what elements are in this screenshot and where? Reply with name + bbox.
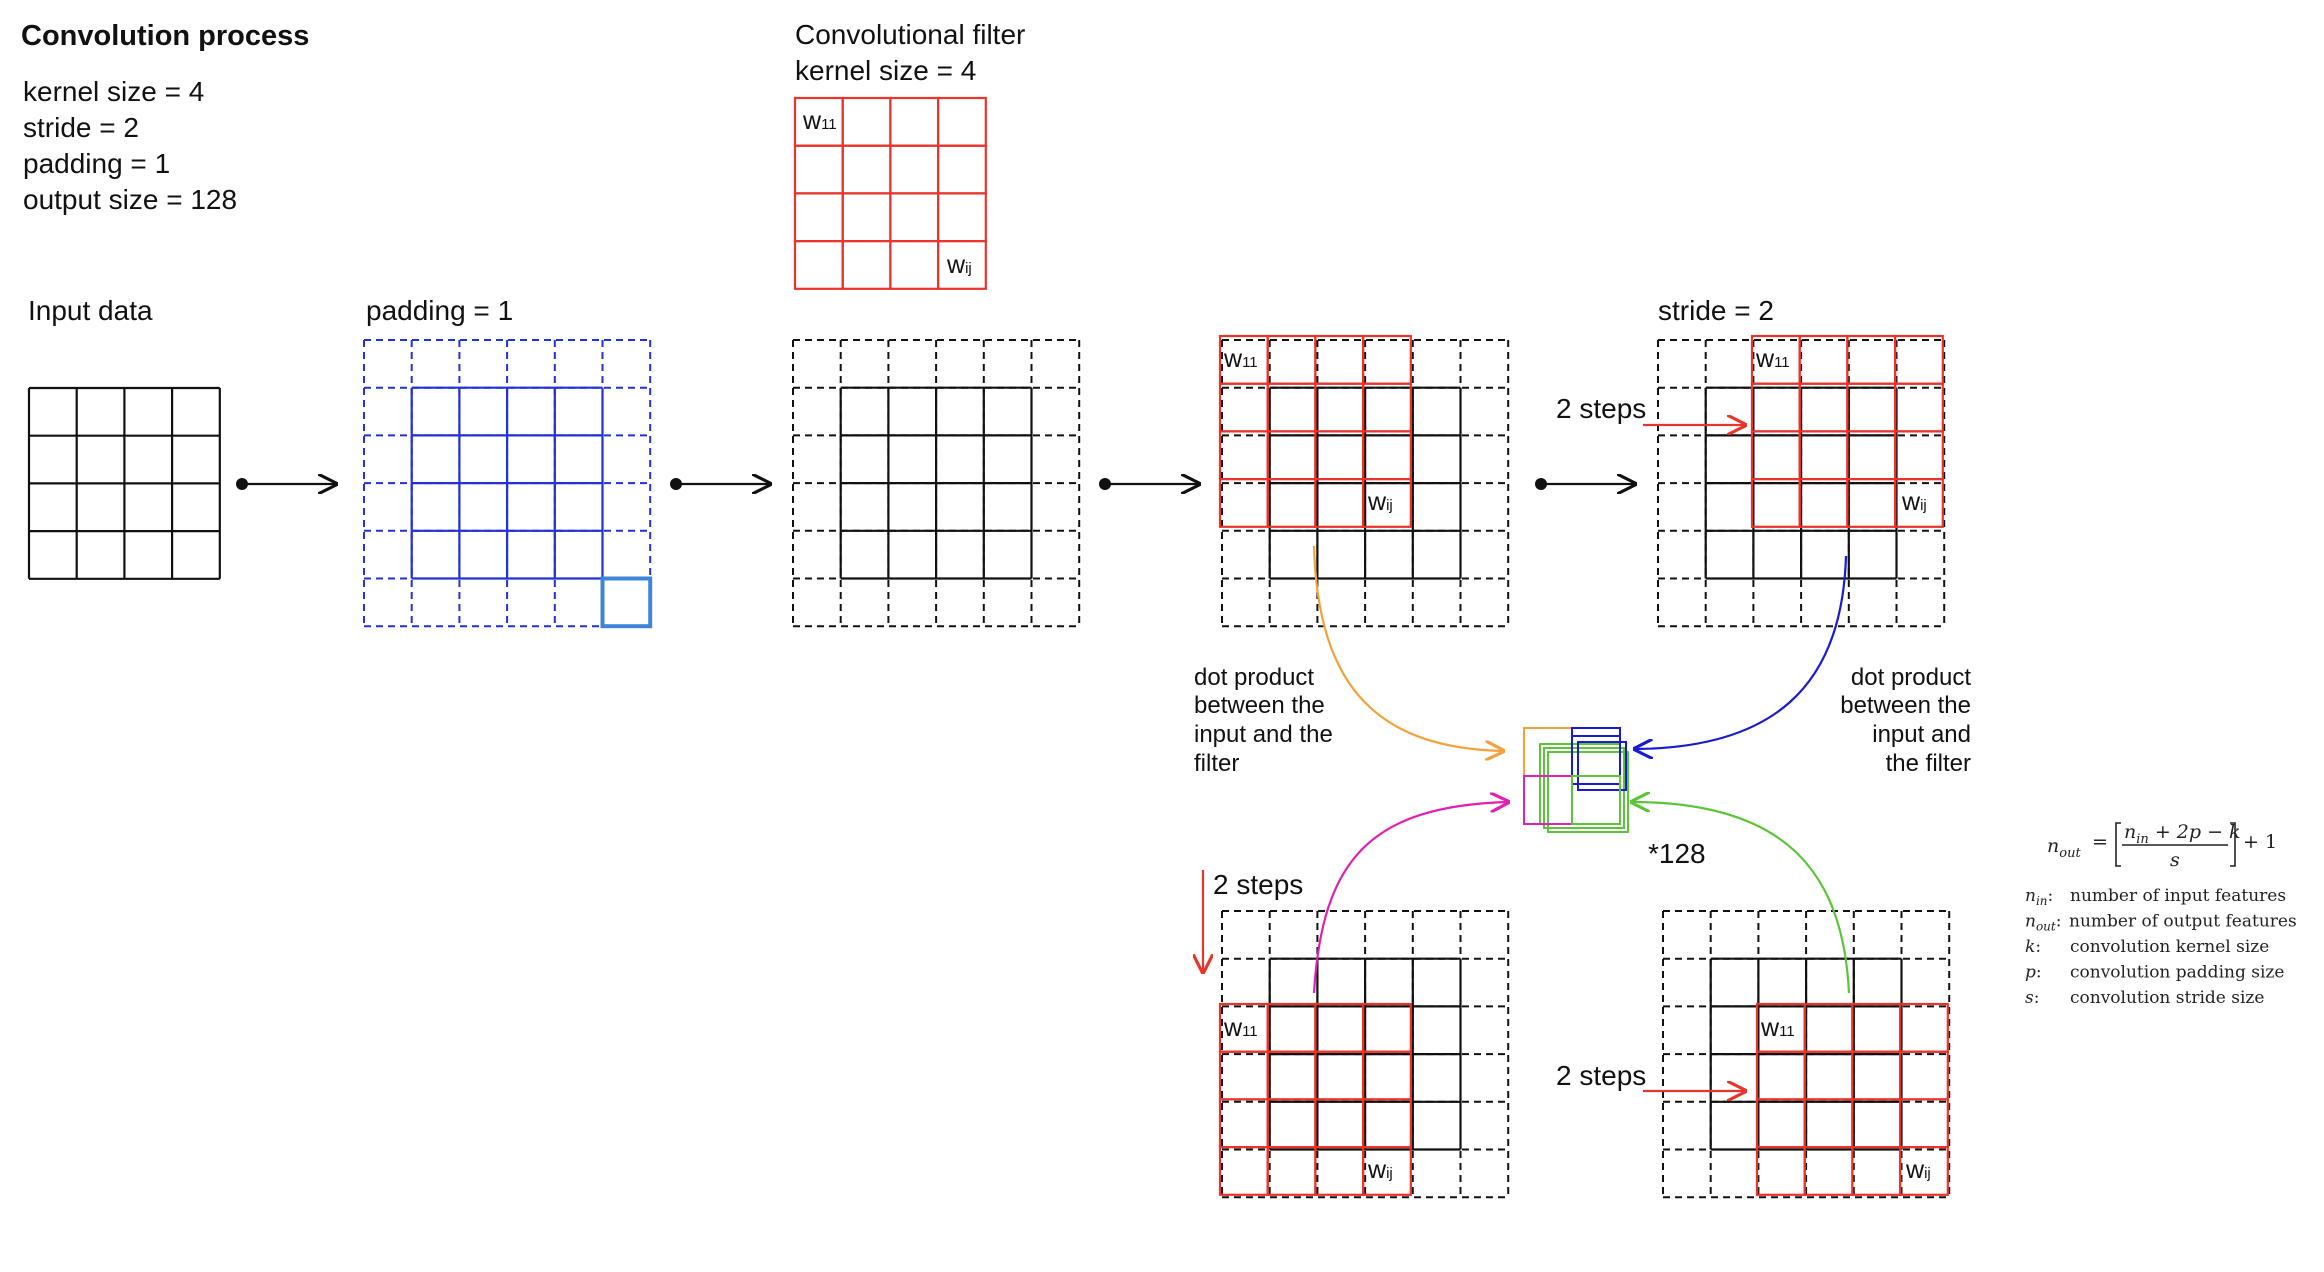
padded-input-grid (792, 339, 1081, 628)
overlay-br-w11-label: w11 (1760, 1014, 1795, 1042)
input-grid (27, 386, 221, 580)
filter-kernel-size: kernel size = 4 (795, 55, 976, 86)
svg-text:dot product: dot product (1194, 664, 1314, 691)
legend-description: number of input features (2070, 886, 2286, 906)
arrow-magenta-dot-product (1312, 802, 1508, 994)
padded-grid (363, 339, 653, 629)
svg-text:input and the: input and the (1194, 721, 1333, 748)
legend-description: convolution stride size (2070, 988, 2264, 1008)
output-feature-map-stack (1523, 727, 1629, 833)
output-size-formula: nout = nin + 2p − k s + 1 (2047, 821, 2277, 871)
filter-overlay (1750, 334, 1944, 528)
svg-text:nin + 2p − k: nin + 2p − k (2124, 821, 2241, 847)
param-kernel-size: kernel size = 4 (23, 76, 204, 107)
overlay-tl-w11-label: w11 (1223, 345, 1258, 373)
inner-cells (1268, 386, 1462, 580)
inner-cells (1709, 957, 1903, 1151)
flow-arrow-3 (1099, 478, 1199, 490)
svg-text:nout: nout (2047, 835, 2081, 861)
flow-arrow-2 (670, 478, 770, 490)
svg-text:between the: between the (1194, 692, 1325, 719)
overlay-tl-wij-label: wij (1367, 488, 1393, 516)
params-list: kernel size = 4 stride = 2 padding = 1 o… (23, 76, 237, 215)
filter-overlay-grid-top-left (1218, 334, 1510, 628)
param-stride: stride = 2 (23, 112, 139, 143)
svg-text:the filter: the filter (1886, 750, 1971, 777)
inner-cells (1704, 386, 1898, 580)
filter-overlay-grid-bottom-left (1218, 910, 1510, 1199)
param-output-size: output size = 128 (23, 184, 237, 215)
input-data-label: Input data (28, 295, 153, 326)
padding-label: padding = 1 (366, 295, 513, 326)
dot-product-label-right: dot product between the input and the fi… (1840, 664, 1971, 777)
legend-symbol: s: (2025, 988, 2039, 1008)
overlay-bl-wij-label: wij (1367, 1156, 1393, 1184)
svg-text:between the: between the (1840, 692, 1971, 719)
steps-label-bottom-right: 2 steps (1556, 1060, 1646, 1091)
legend-symbol: p: (2025, 963, 2042, 983)
filter-w11-label: w11 (802, 107, 837, 135)
inner-cells (1268, 957, 1462, 1151)
svg-text:+ 1: + 1 (2243, 831, 2277, 853)
filter-overlay (1755, 1002, 1949, 1196)
filter-overlay-grid-top-right (1657, 334, 1946, 628)
flow-arrow-4 (1535, 478, 1635, 490)
output-count-label: *128 (1648, 838, 1706, 869)
input-cells (27, 386, 221, 580)
overlay-br-wij-label: wij (1905, 1156, 1931, 1184)
legend-description: number of output features (2069, 912, 2297, 932)
steps-label-bottom-left: 2 steps (1213, 869, 1303, 900)
formula-legend: nin: number of input features nout: number … (2025, 886, 2297, 1008)
steps-label-top-right: 2 steps (1556, 393, 1646, 424)
padding-highlight-cell (600, 576, 653, 629)
filter-overlay (1218, 1002, 1412, 1196)
filter-overlay-grid-bottom-right (1662, 910, 1951, 1199)
svg-text:dot product: dot product (1851, 664, 1971, 691)
legend-symbol: nin: (2025, 886, 2053, 908)
stride-label: stride = 2 (1658, 295, 1774, 326)
filter-cells (793, 96, 987, 290)
filter-overlay (1218, 334, 1412, 528)
svg-text:s: s (2170, 849, 2180, 871)
overlay-bl-w11-label: w11 (1223, 1014, 1258, 1042)
padded-inner-cells (410, 386, 604, 580)
legend-description: convolution padding size (2070, 963, 2284, 983)
dot-product-label-left: dot product between the input and the fi… (1194, 664, 1333, 777)
filter-title: Convolutional filter (795, 19, 1025, 50)
overlay-tr-wij-label: wij (1901, 488, 1927, 516)
param-padding: padding = 1 (23, 148, 170, 179)
flow-arrow-1 (236, 478, 336, 490)
inner-cells (839, 386, 1033, 580)
diagram-title: Convolution process (21, 20, 309, 52)
overlay-tr-w11-label: w11 (1755, 345, 1790, 373)
legend-description: convolution kernel size (2070, 937, 2269, 957)
svg-text:=: = (2092, 831, 2108, 853)
legend-symbol: nout: (2025, 912, 2061, 934)
svg-text:filter: filter (1194, 750, 1239, 777)
filter-wij-label: wij (946, 251, 972, 279)
arrow-green-dot-product (1632, 802, 1851, 994)
filter-grid (793, 96, 987, 290)
arrow-blue-dot-product (1635, 555, 1848, 749)
legend-symbol: k: (2025, 937, 2041, 957)
arrow-orange-dot-product (1312, 545, 1503, 751)
svg-text:input and: input and (1872, 721, 1971, 748)
